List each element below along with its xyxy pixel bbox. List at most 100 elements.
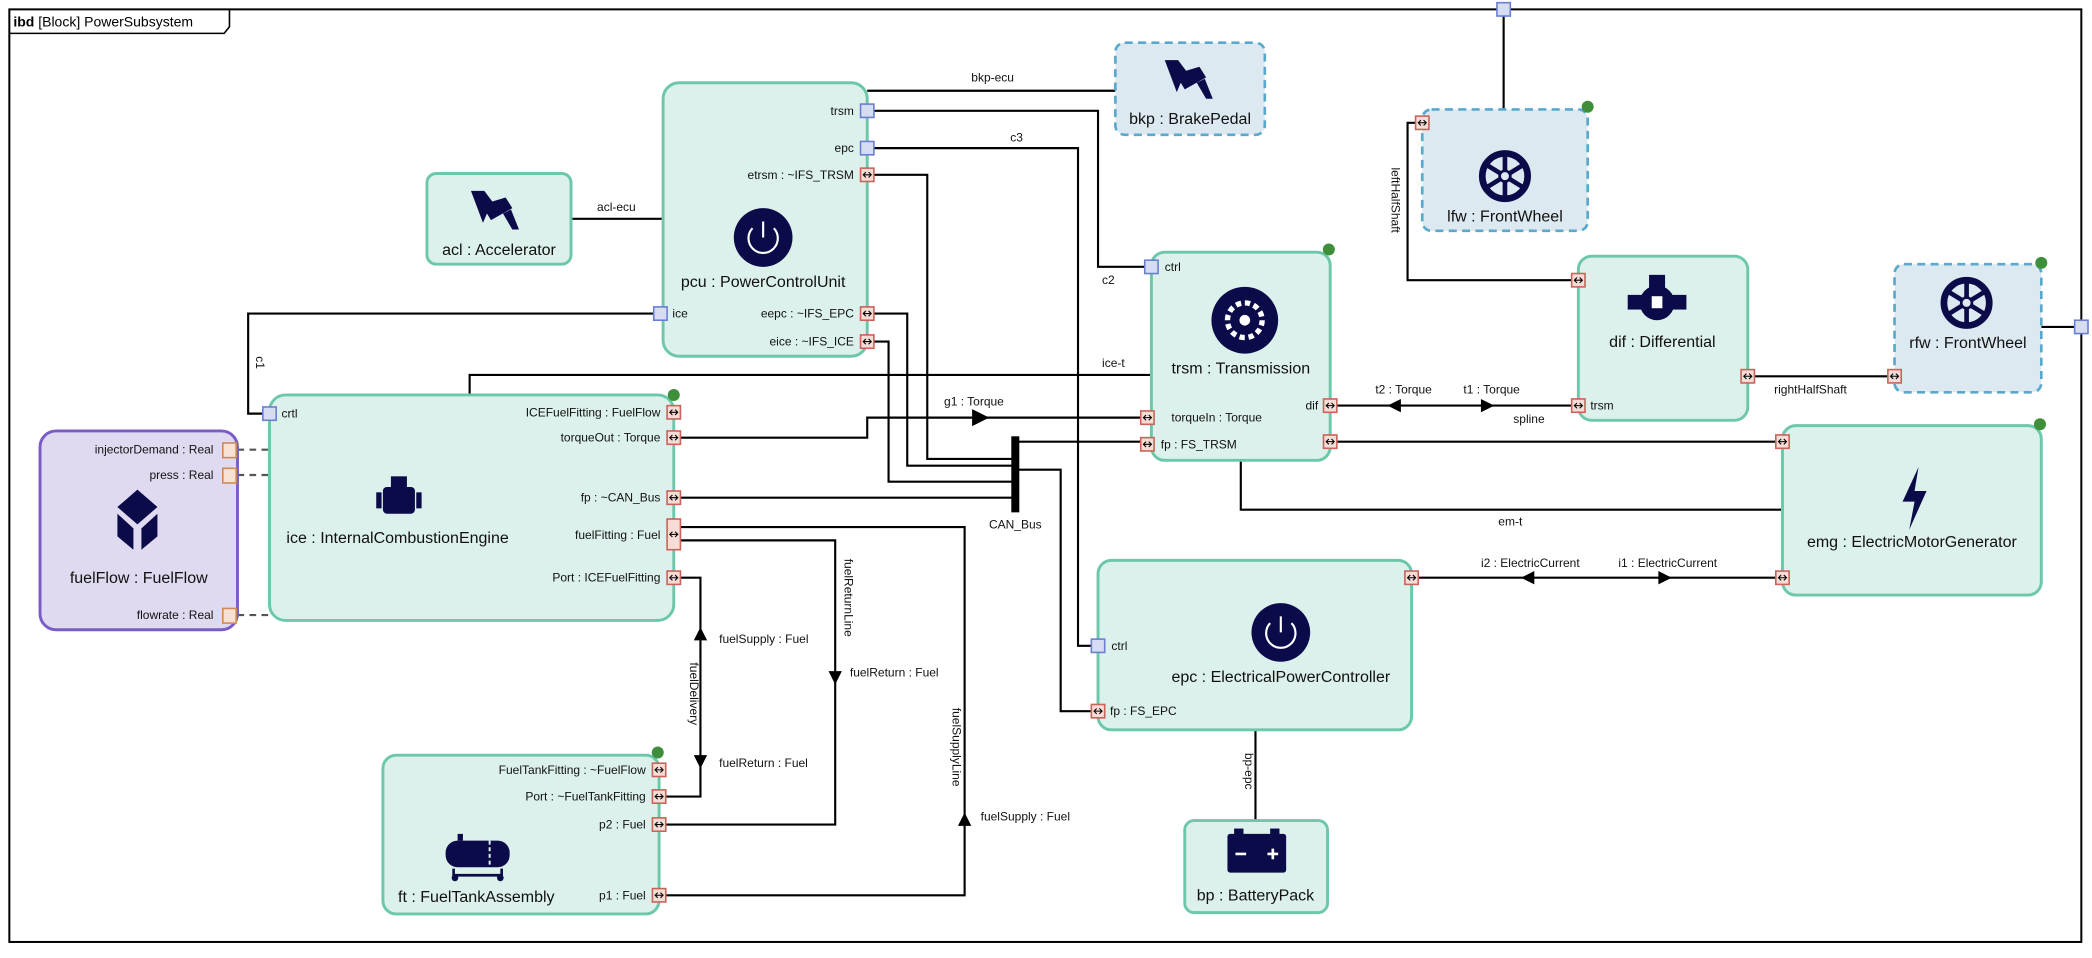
connector-label: spline: [1513, 412, 1545, 426]
block-lfw[interactable]: lfw : FrontWheel: [1414, 100, 1594, 233]
bidirectional-flow-icon: [654, 821, 664, 828]
can-bus-bar[interactable]: [1011, 436, 1020, 513]
connector-label: ice-t: [1102, 356, 1125, 370]
block-label: emg : ElectricMotorGenerator: [1807, 534, 2018, 551]
port-crtl[interactable]: [262, 406, 277, 422]
connector-label: fuelReturnLine: [842, 559, 856, 637]
block-label: bkp : BrakePedal: [1129, 111, 1251, 128]
block-bkp[interactable]: bkp : BrakePedal: [1114, 41, 1267, 137]
block-label: pcu : PowerControlUnit: [681, 274, 846, 291]
connector-label: acl-ecu: [597, 200, 636, 214]
bidirectional-flow-icon: [1743, 373, 1753, 380]
bidirectional-flow-icon: [1889, 373, 1900, 380]
connector-c2[interactable]: [867, 109, 1147, 268]
port-label: etrsm : ~IFS_TRSM: [748, 168, 854, 182]
block-bp[interactable]: bp : BatteryPack: [1183, 819, 1329, 915]
bidirectional-flow-icon: [669, 494, 679, 501]
block-trsm[interactable]: trsm : Transmission ctrl torqueIn : Torq…: [1139, 243, 1338, 462]
add-icon[interactable]: [2035, 256, 2048, 269]
block-fuelflow[interactable]: fuelFlow : FuelFlow injectorDemand : Rea…: [38, 429, 239, 632]
port-label: Port : ICEFuelFitting: [552, 571, 660, 585]
block-label: dif : Differential: [1609, 334, 1715, 351]
arrow-down-icon: [693, 755, 708, 769]
connector-etrsm-bus[interactable]: [867, 173, 1016, 461]
block-pcu[interactable]: pcu : PowerControlUnit trsm epc etrsm : …: [652, 81, 875, 358]
connector-bus-epc-fp[interactable]: [1015, 468, 1093, 713]
port-label: torqueOut : Torque: [561, 431, 661, 445]
port-label: flowrate : Real: [137, 608, 214, 622]
connector-eepc-bus[interactable]: [867, 312, 1016, 467]
connector-c1[interactable]: [247, 312, 654, 415]
port-epc[interactable]: [859, 140, 875, 156]
port-ice[interactable]: [652, 306, 668, 322]
port-label: ctrl: [1165, 260, 1181, 274]
bidirectional-flow-icon: [1417, 119, 1427, 126]
connector-left-half-shaft[interactable]: [1406, 121, 1574, 282]
lightning-icon: [1902, 466, 1927, 530]
port-label: crtl: [282, 407, 298, 421]
block-label: ice : InternalCombustionEngine: [286, 530, 508, 547]
port-label: dif: [1305, 399, 1318, 413]
bidirectional-flow-icon: [1573, 402, 1584, 409]
connector-eice-bus[interactable]: [867, 340, 1016, 483]
add-icon[interactable]: [1322, 243, 1335, 256]
connector-label: i2 : ElectricCurrent: [1481, 556, 1580, 570]
bidirectional-flow-icon: [669, 531, 679, 538]
port-label: trsm: [1590, 399, 1613, 413]
block-ft[interactable]: ft : FuelTankAssembly FuelTankFitting : …: [381, 746, 667, 916]
port-press[interactable]: [222, 467, 237, 484]
bidirectional-flow-icon: [669, 574, 679, 581]
connector-label: i1 : ElectricCurrent: [1618, 556, 1717, 570]
connector-fuelflow-binding: [237, 448, 270, 617]
diagram-frame: [8, 8, 2083, 943]
port-label: torqueIn : Torque: [1171, 411, 1262, 425]
wheel-icon: [1478, 150, 1531, 203]
differential-icon: [1627, 274, 1687, 321]
block-emg[interactable]: emg : ElectricMotorGenerator: [1774, 418, 2046, 597]
block-rfw[interactable]: rfw : FrontWheel: [1887, 256, 2048, 394]
port-label: press : Real: [149, 468, 213, 482]
block-dif[interactable]: dif : Differential trsm: [1570, 254, 1756, 422]
connector-fuel-delivery[interactable]: [664, 576, 702, 798]
add-icon[interactable]: [667, 388, 680, 401]
boundary-port-top[interactable]: [1496, 1, 1512, 17]
port-flowrate[interactable]: [222, 607, 237, 624]
port-label: injectorDemand : Real: [95, 443, 214, 457]
port-ctrl[interactable]: [1143, 259, 1159, 275]
foot-pedal-icon: [1164, 60, 1213, 99]
connector-ice-t[interactable]: [468, 373, 1152, 395]
arrow-right-icon: [1658, 571, 1672, 585]
port-injectordemand[interactable]: [222, 442, 237, 459]
frame-title: ibd [Block] PowerSubsystem: [13, 14, 193, 30]
connector-c3[interactable]: [867, 147, 1093, 647]
arrow-up-icon: [957, 812, 972, 826]
fuel-tank-icon: [445, 833, 510, 882]
block-acl[interactable]: acl : Accelerator: [425, 172, 573, 266]
connector-label: fuelDelivery: [687, 662, 701, 725]
block-ice[interactable]: ice : InternalCombustionEngine crtl ICEF…: [262, 388, 682, 622]
bidirectional-flow-icon: [1093, 708, 1103, 715]
connector-g1[interactable]: [679, 409, 990, 439]
port-label: fp : ~CAN_Bus: [581, 491, 661, 505]
boundary-port-right[interactable]: [2073, 319, 2089, 335]
block-label: bp : BatteryPack: [1197, 888, 1315, 905]
add-icon[interactable]: [651, 746, 664, 759]
add-icon[interactable]: [1581, 100, 1594, 113]
can-bus-label: CAN_Bus: [989, 517, 1042, 531]
gear-icon: [1211, 286, 1279, 354]
port-trsm[interactable]: [859, 103, 875, 119]
port-ctrl[interactable]: [1090, 638, 1106, 654]
connector-label: fuelSupply : Fuel: [719, 632, 808, 646]
connector-em-t[interactable]: [1239, 460, 1783, 511]
add-icon[interactable]: [2033, 418, 2046, 431]
connector-fuel-supply-line[interactable]: [664, 525, 966, 897]
bidirectional-flow-icon: [1573, 277, 1584, 284]
block-epc[interactable]: epc : ElectricalPowerController ctrl fp …: [1090, 558, 1420, 732]
battery-icon: [1227, 828, 1287, 873]
power-icon: [1251, 603, 1311, 662]
connector-label: em-t: [1498, 515, 1523, 529]
port-label: epc: [835, 141, 854, 155]
bidirectional-flow-icon: [654, 766, 664, 773]
connector-label: t1 : Torque: [1463, 383, 1520, 397]
bidirectional-flow-icon: [1406, 574, 1417, 581]
